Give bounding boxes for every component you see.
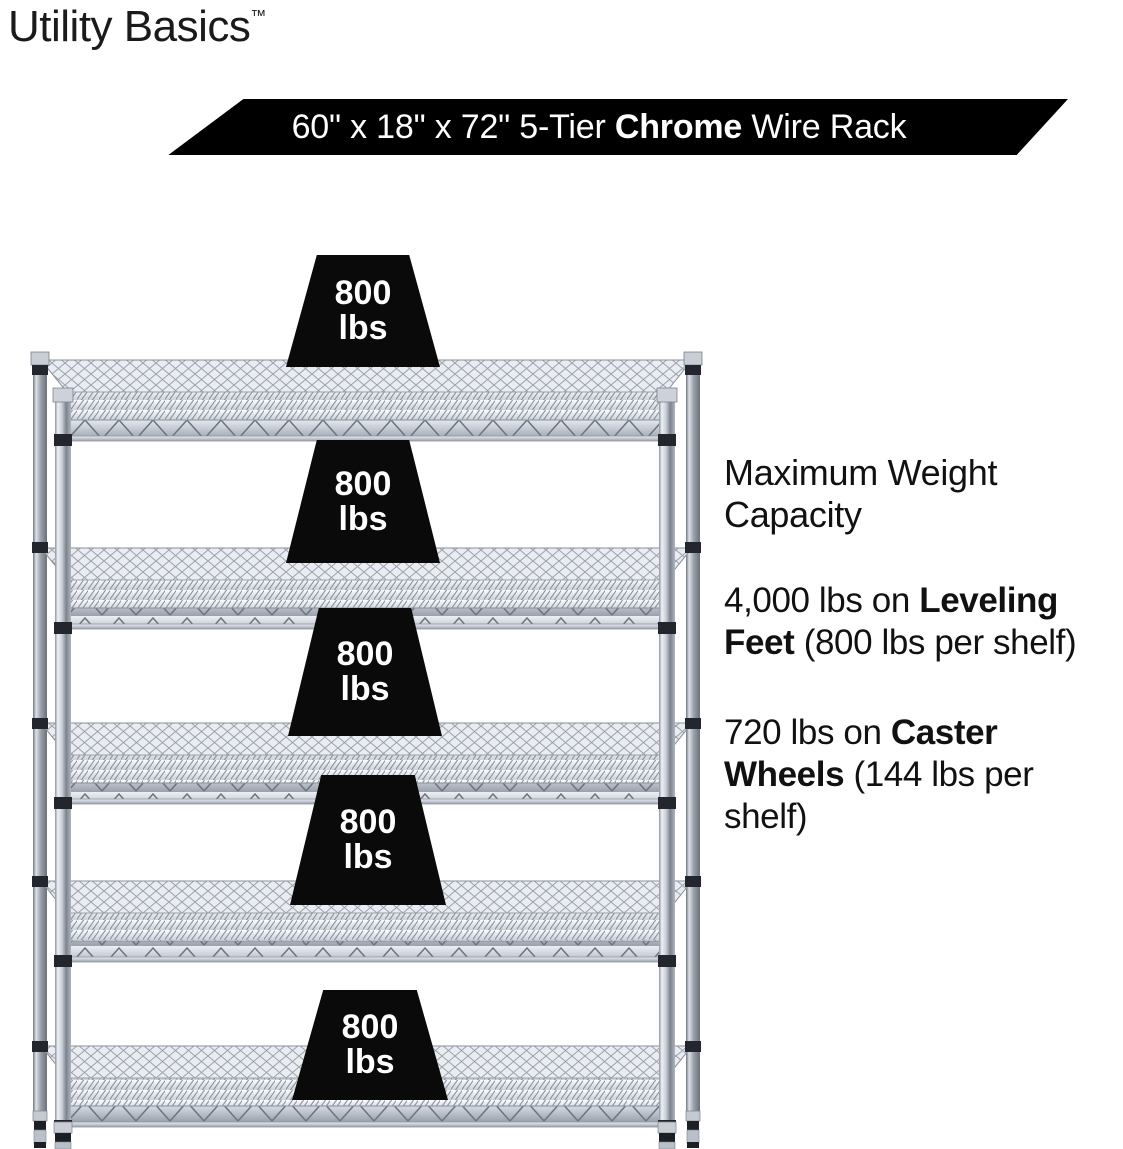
weight-badge-value: 800: [334, 274, 392, 313]
banner-material: Chrome: [614, 107, 743, 146]
caster-bold: Caster Wheels: [724, 712, 998, 794]
weight-badge-value: 800: [336, 635, 394, 674]
caster-tail: (144 lbs per shelf): [724, 754, 1034, 836]
leveling-lead: 4,000 lbs on: [724, 580, 920, 620]
weight-badge-shelf-1: 800 lbs: [286, 255, 440, 367]
trademark-symbol: ™: [250, 8, 267, 25]
weight-badge-shelf-4: 800 lbs: [290, 775, 446, 905]
banner-tier: 5-Tier: [519, 107, 606, 146]
banner-dimensions: 60" x 18" x 72": [291, 107, 511, 146]
brand-name: Utility Basics: [8, 2, 251, 51]
brand-logo: Utility Basics™: [8, 2, 266, 52]
banner-product: Wire Rack: [751, 107, 907, 146]
leveling-feet: [32, 1110, 701, 1149]
caster-lead: 720 lbs on: [724, 712, 891, 752]
weight-badge-value: 800: [334, 464, 392, 503]
weight-badge-unit: lbs: [340, 670, 390, 708]
title-banner: 60" x 18" x 72" 5-Tier Chrome Wire Rack: [168, 99, 1068, 155]
capacity-info-panel: Maximum Weight Capacity 4,000 lbs on Lev…: [724, 452, 1123, 838]
shelf-1: [39, 359, 694, 442]
front-posts: [55, 388, 675, 1133]
leveling-feet-capacity: 4,000 lbs on Leveling Feet (800 lbs per …: [724, 580, 1123, 664]
weight-badge-unit: lbs: [343, 838, 393, 876]
leveling-bold: Leveling Feet: [724, 580, 1059, 662]
weight-badge-value: 800: [341, 1008, 399, 1047]
title-banner-text: 60" x 18" x 72" 5-Tier Chrome Wire Rack: [168, 99, 1068, 155]
caster-wheels-capacity: 720 lbs on Caster Wheels (144 lbs per sh…: [724, 712, 1123, 838]
weight-badge-unit: lbs: [338, 499, 388, 538]
weight-badge-unit: lbs: [345, 1043, 395, 1081]
weight-badge-unit: lbs: [338, 309, 388, 347]
capacity-heading: Maximum Weight Capacity: [724, 452, 998, 535]
weight-badge-value: 800: [339, 803, 397, 842]
leveling-tail: (800 lbs per shelf): [794, 622, 1077, 662]
